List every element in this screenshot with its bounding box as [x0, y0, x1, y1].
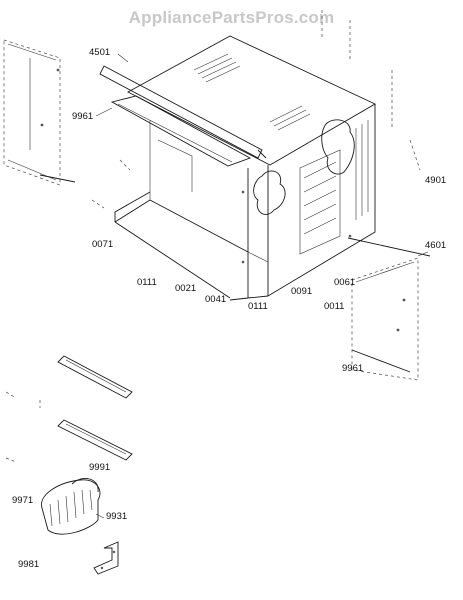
callout-4501-top: 4501 — [89, 47, 111, 58]
callout-4601: 4601 — [425, 240, 447, 251]
callout-9961-left: 9961 — [72, 111, 94, 122]
callout-0111-left: 0111 — [137, 277, 157, 288]
mounting-bracket — [93, 541, 119, 575]
callout-0011: 0011 — [324, 301, 345, 312]
cabinet-shell — [114, 35, 376, 301]
right-side-curtain-panel — [347, 237, 431, 381]
left-side-curtain-panel — [3, 39, 76, 186]
callout-4901: 4901 — [425, 175, 447, 186]
leader-9931 — [95, 513, 105, 519]
guide-lines — [91, 10, 421, 209]
leader-4501a — [117, 53, 129, 63]
callout-0021: 0021 — [175, 283, 197, 294]
leader-9961a — [95, 107, 113, 117]
callout-0111-right: 0111 — [248, 301, 268, 312]
top-rail — [99, 65, 267, 159]
foam-seal-roll — [41, 477, 101, 535]
callout-9981: 9981 — [18, 559, 40, 570]
callout-0091: 0091 — [291, 286, 313, 297]
support-rail-lower — [57, 419, 133, 461]
callout-9931: 9931 — [106, 511, 128, 522]
guide-line-lower-3 — [5, 457, 17, 463]
callout-0071: 0071 — [92, 239, 114, 250]
callout-0061: 0061 — [334, 277, 356, 288]
callout-9971: 9971 — [12, 495, 34, 506]
guide-line-lower-1 — [5, 391, 17, 399]
callout-9991: 9991 — [89, 462, 111, 473]
top-shelf — [110, 95, 252, 167]
watermark: AppliancePartsPros.com — [128, 8, 335, 27]
leader-4601 — [417, 251, 429, 257]
callout-0041: 0041 — [205, 294, 227, 305]
callout-9961-right: 9961 — [342, 363, 364, 374]
support-rail-upper — [57, 355, 133, 399]
